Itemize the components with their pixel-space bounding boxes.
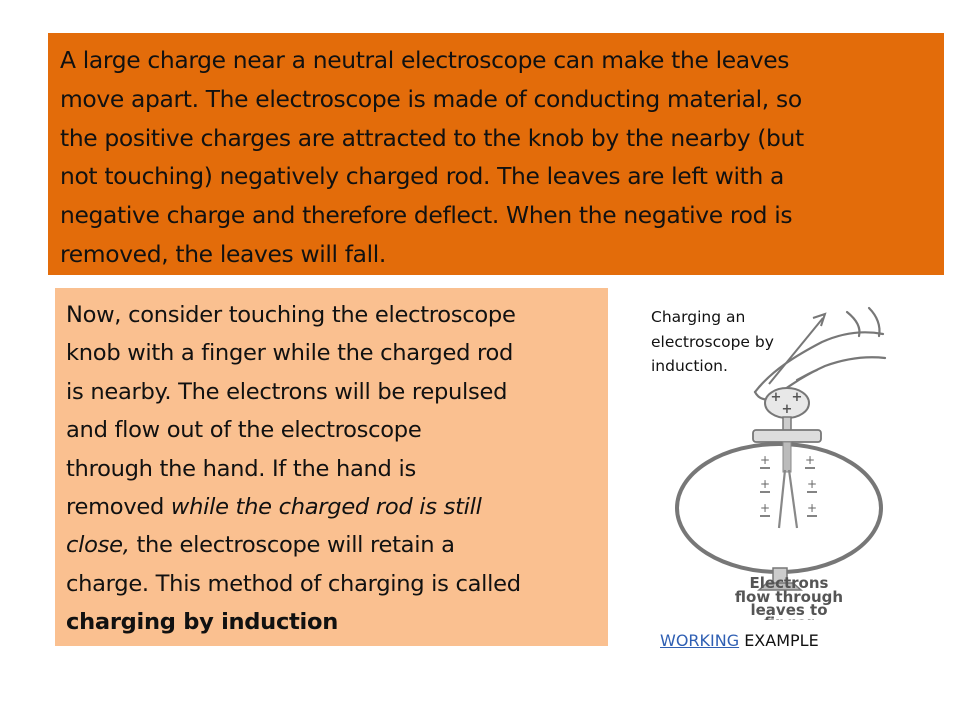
intro-line: the positive charges are attracted to th… (60, 123, 804, 152)
induction-line: through the hand. If the hand is (66, 455, 416, 482)
leaf (787, 469, 799, 529)
plus-sign: + (807, 477, 817, 491)
figure-label: leaves to (750, 601, 827, 619)
plus-sign: + (771, 390, 782, 405)
caption-line: induction. (651, 357, 728, 375)
intro-line: not touching) negatively charged rod. Th… (60, 162, 785, 191)
induction-panel: Now, consider touching the electroscope … (55, 288, 608, 646)
footer-text: EXAMPLE (739, 631, 819, 650)
figure-label: flow through (735, 588, 843, 606)
plus-sign: + (760, 501, 770, 515)
caption-line: electroscope by (651, 332, 774, 351)
plus-sign: + (805, 453, 815, 467)
figure-label: Electrons (750, 574, 829, 592)
induction-emphasis: while the charged rod is still (170, 494, 482, 521)
working-example-link[interactable]: WORKING (660, 631, 740, 650)
base-foot (757, 582, 803, 591)
plus-sign: + (792, 390, 803, 405)
induction-line: charging by induction (66, 603, 598, 641)
caption-line: Charging an (651, 308, 746, 326)
induction-emphasis: close, (66, 532, 130, 559)
jar (675, 442, 883, 574)
plus-sign: + (760, 453, 770, 467)
leaf (777, 469, 787, 529)
hand-sketch (753, 306, 887, 401)
figure-caption: Charging an electroscope by induction. (651, 305, 821, 379)
figure-label: finger (764, 614, 815, 620)
induction-text: removed (66, 494, 171, 521)
induction-line: removed while the charged rod is still (66, 488, 598, 526)
plus-sign: + (782, 402, 793, 417)
induction-line: close, the electroscope will retain a (66, 526, 598, 564)
intro-line: move apart. The electroscope is made of … (60, 84, 802, 113)
induction-line: charge. This method of charging is calle… (66, 570, 521, 597)
induction-line: is nearby. The electrons will be repulse… (66, 378, 508, 405)
induction-term: charging by induction (66, 609, 339, 636)
arrow-icon (768, 312, 827, 385)
plus-sign: + (807, 501, 817, 515)
inner-rod (782, 441, 792, 473)
intro-line: removed, the leaves will fall. (60, 239, 387, 268)
intro-line: A large charge near a neutral electrosco… (60, 46, 790, 74)
induction-line: knob with a finger while the charged rod (66, 340, 514, 367)
induction-line: Now, consider touching the electroscope (66, 302, 516, 328)
electroscope-illustration: + + + + + + + + + Electrons flow through… (675, 306, 887, 620)
plus-sign: + (760, 477, 770, 491)
induction-text: the electroscope will retain a (129, 532, 455, 559)
induction-line: and flow out of the electroscope (66, 417, 422, 444)
footer-note: WORKING EXAMPLE (660, 631, 819, 650)
intro-panel: A large charge near a neutral electrosco… (48, 33, 944, 275)
collar (752, 429, 822, 443)
intro-line: negative charge and therefore deflect. W… (60, 201, 793, 230)
